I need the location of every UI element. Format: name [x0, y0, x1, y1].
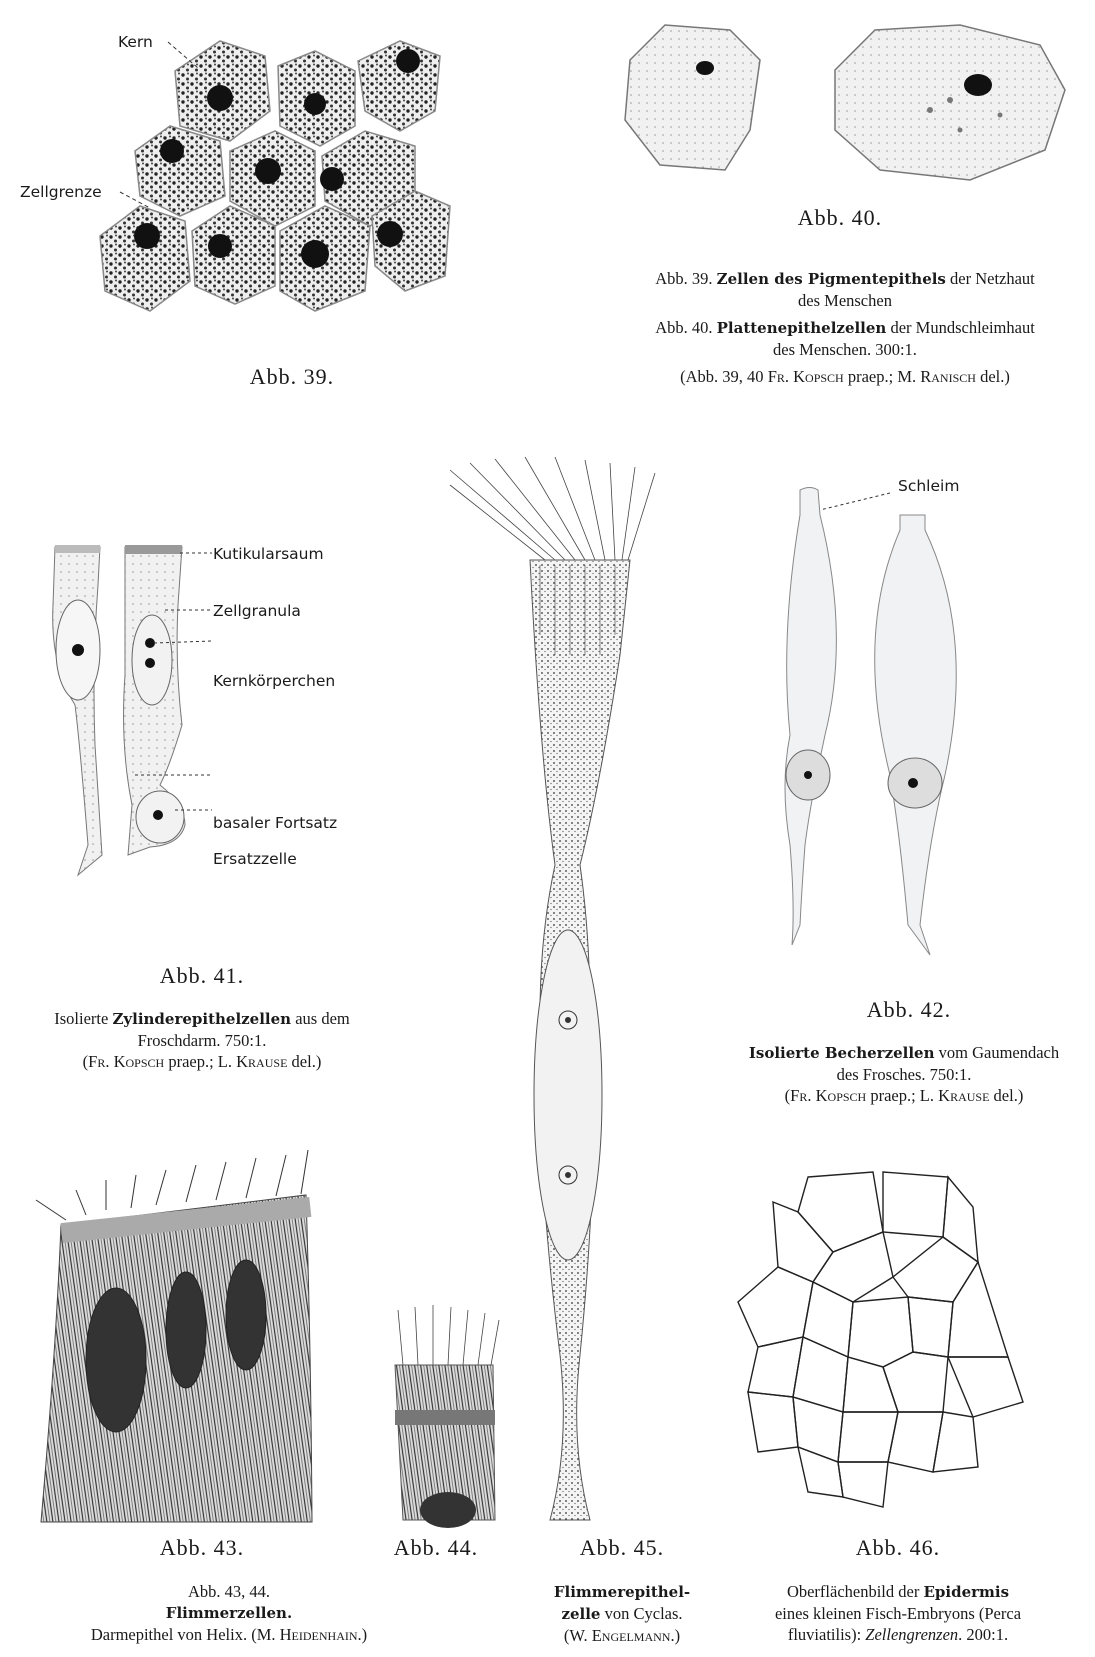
caption-abb46: Oberflächenbild der Epidermis eines klei…	[775, 1581, 1021, 1645]
caption-text: .)	[357, 1625, 368, 1644]
abb40-squamous-cells-drawing	[624, 24, 1066, 181]
abb43-ciliated-cells-drawing	[35, 1149, 313, 1523]
caption-text: der Mundschleimhaut	[890, 318, 1035, 337]
caption-bold: Flimmerepithel-	[553, 1583, 691, 1601]
caption-text: Isolierte	[54, 1009, 109, 1028]
credit-name: Fr. Kopsch	[767, 367, 844, 386]
caption-text: Froschdarm. 750:1.	[137, 1031, 267, 1050]
ersatzzelle-label: Ersatzzelle	[213, 850, 297, 868]
basaler-fortsatz-label: basaler Fortsatz	[213, 814, 338, 832]
credit-text: .)	[670, 1626, 681, 1645]
schleim-label: Schleim	[898, 477, 960, 495]
credit-text: (	[784, 1086, 791, 1105]
caption-abb41: Isolierte Zylinderepithelzellen aus dem …	[54, 1008, 349, 1072]
caption-text: des Frosches. 750:1.	[836, 1065, 972, 1084]
caption-text: vom Gaumendach	[938, 1043, 1060, 1062]
credit-name: Krause	[236, 1052, 288, 1071]
credit-name: Fr. Kopsch	[88, 1052, 165, 1071]
caption-bold: Zylinderepithelzellen	[112, 1010, 292, 1028]
credit-name: Fr. Kopsch	[790, 1086, 867, 1105]
kern-leader-line	[119, 41, 199, 209]
abb44-label: Abb. 44.	[393, 1535, 479, 1560]
caption-italic: Zellengrenzen	[865, 1625, 959, 1644]
credit-name: Engelmann	[591, 1626, 671, 1645]
caption-abb43-44: Abb. 43, 44. Flimmerzellen. Darmepithel …	[91, 1581, 367, 1645]
abb46-label: Abb. 46.	[855, 1535, 941, 1560]
abb42-goblet-cells-drawing	[784, 487, 957, 956]
credit-text: del.)	[993, 1086, 1024, 1105]
credit-text: del.)	[980, 367, 1010, 386]
credit-text: praep.; M.	[847, 367, 917, 386]
caption-abb45: Flimmerepithel- zelle von Cyclas. (W. En…	[554, 1581, 690, 1646]
caption-text: der Netzhaut	[950, 269, 1035, 288]
caption-bold: Plattenepithelzellen	[716, 319, 887, 337]
kutikularsaum-label: Kutikularsaum	[213, 545, 324, 563]
abb40-label: Abb. 40.	[797, 205, 883, 230]
caption-text: Darmepithel von Helix. (M.	[90, 1625, 276, 1644]
zellgranula-label: Zellgranula	[213, 602, 301, 620]
credit-name: Heidenhain	[279, 1625, 358, 1644]
caption-bold: Flimmerzellen.	[165, 1604, 293, 1622]
abb46-epidermis-cell-boundaries-drawing	[737, 1171, 1024, 1508]
caption-text: Abb. 43, 44.	[187, 1582, 271, 1601]
caption-text: des Menschen. 300:1.	[773, 340, 917, 359]
credit-text: del.)	[291, 1052, 322, 1071]
caption-bold: Epidermis	[923, 1583, 1010, 1601]
abb39-pigment-epithelium-drawing	[99, 36, 480, 321]
caption-text: Oberflächenbild der	[786, 1582, 920, 1601]
caption-prefix: Abb. 40.	[655, 318, 713, 337]
caption-text: aus dem	[295, 1009, 350, 1028]
caption-text: des Menschen	[798, 291, 892, 310]
caption-text: von Cyclas.	[604, 1604, 683, 1623]
abb39-label: Abb. 39.	[249, 364, 335, 389]
abb44-ciliated-cells-drawing	[394, 1305, 500, 1528]
caption-prefix: Abb. 39.	[655, 269, 713, 288]
kern-label: Kern	[118, 33, 153, 51]
caption-bold: zelle	[561, 1605, 601, 1623]
abb41-columnar-cells-drawing	[52, 545, 213, 877]
caption-text: eines kleinen Fisch-Embryons (Perca	[774, 1604, 1022, 1623]
kernkoerperchen-label: Kernkörperchen	[213, 672, 336, 690]
abb45-ciliated-cell-drawing	[449, 456, 656, 1521]
abb43-label: Abb. 43.	[159, 1535, 245, 1560]
zellgrenze-label: Zellgrenze	[20, 183, 102, 201]
caption-text: fluviatilis):	[787, 1625, 862, 1644]
credit-text: praep.; L.	[870, 1086, 935, 1105]
credit-text: (Abb. 39, 40	[680, 367, 764, 386]
caption-abb42: Isolierte Becherzellen vom Gaumendach de…	[749, 1042, 1059, 1106]
credit-text: praep.; L.	[168, 1052, 233, 1071]
abb41-label: Abb. 41.	[159, 963, 245, 988]
credit-name: Krause	[938, 1086, 990, 1105]
credit-text: (W.	[563, 1626, 588, 1645]
abb42-label: Abb. 42.	[866, 997, 952, 1022]
credit-name: Ranisch	[920, 367, 976, 386]
abb45-label: Abb. 45.	[579, 1535, 665, 1560]
caption-bold: Isolierte Becherzellen	[748, 1044, 935, 1062]
caption-abb39-40: Abb. 39. Zellen des Pigmentepithels der …	[655, 268, 1035, 387]
caption-text: . 200:1.	[958, 1625, 1009, 1644]
credit-text: (	[82, 1052, 89, 1071]
caption-bold: Zellen des Pigmentepithels	[716, 270, 946, 288]
